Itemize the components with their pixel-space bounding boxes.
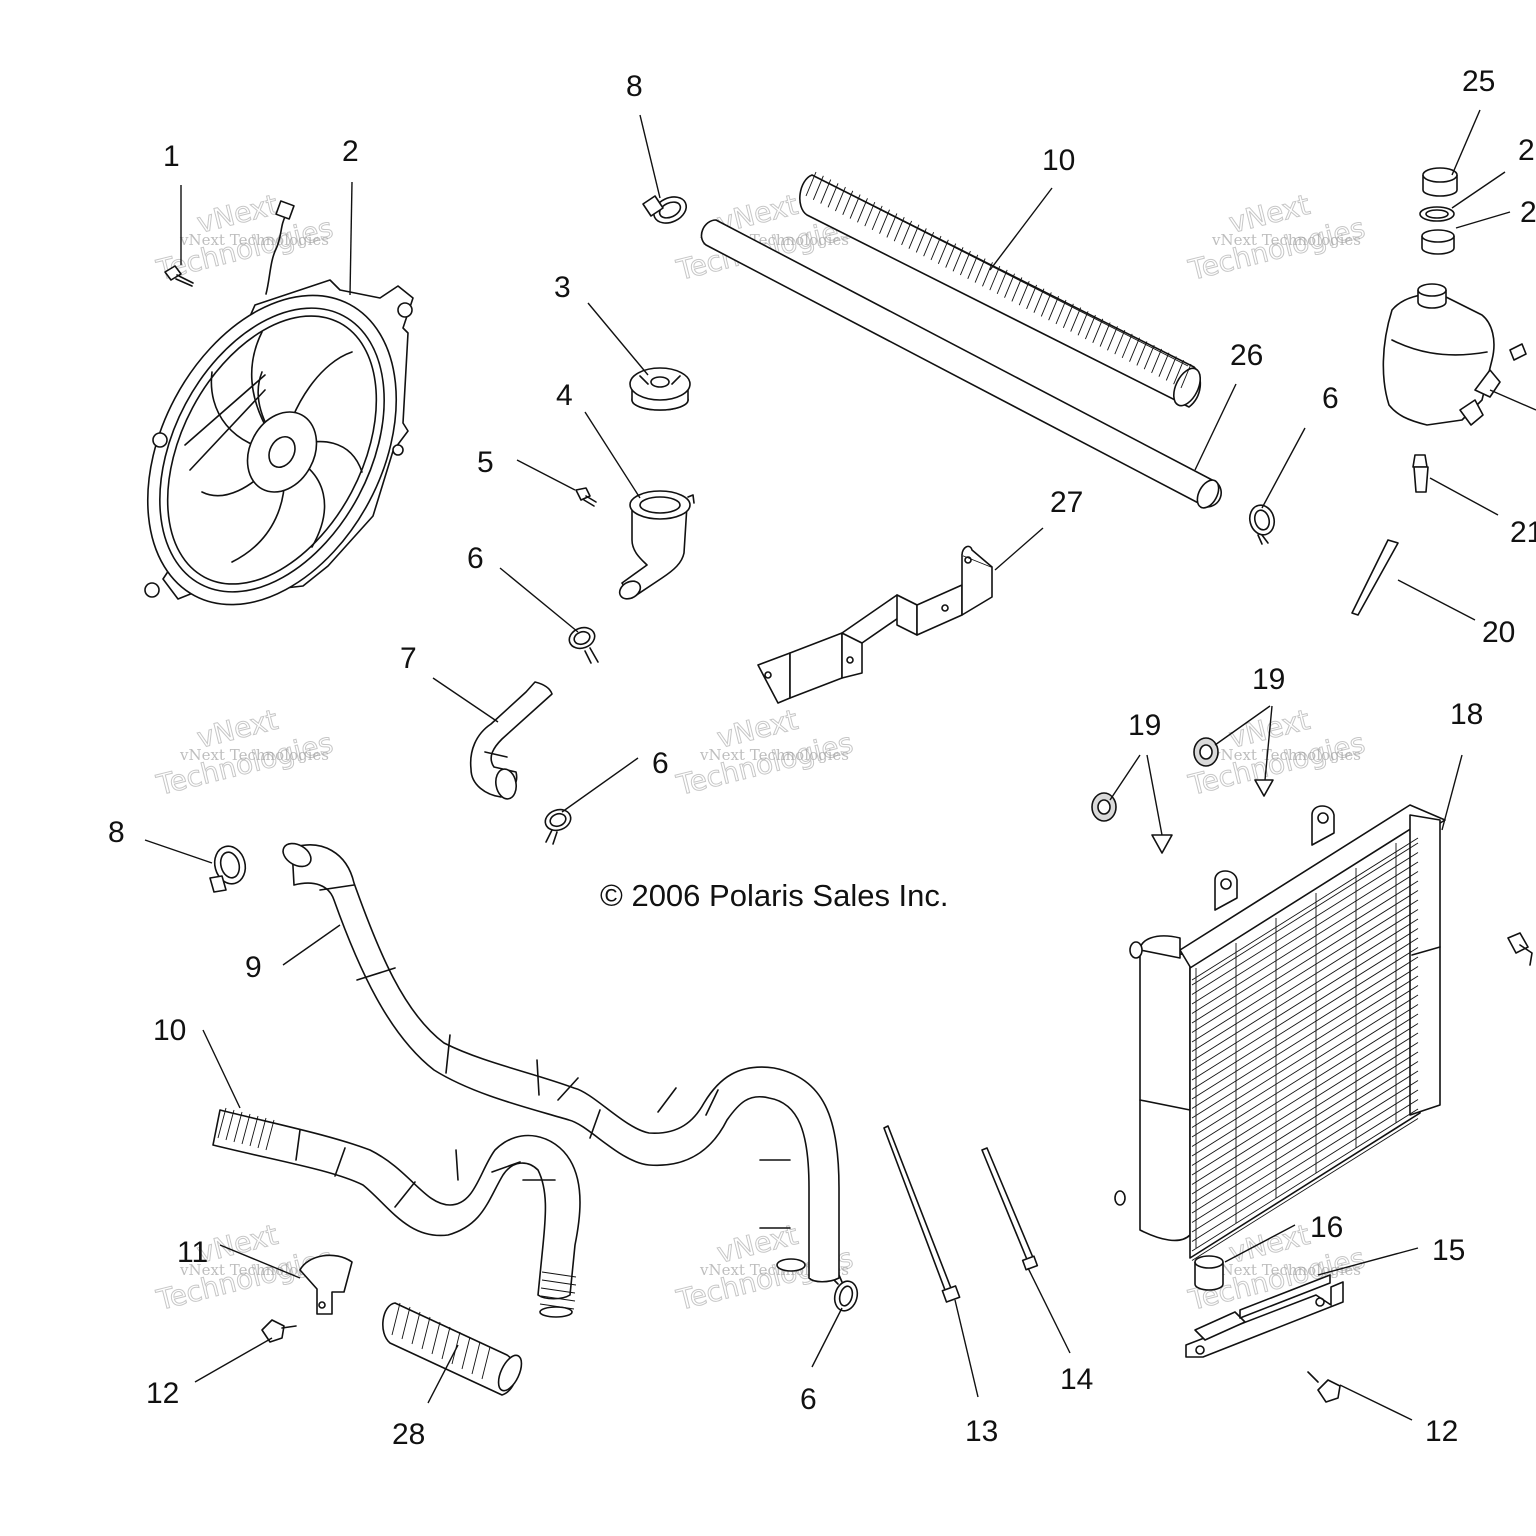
part-corrugated-hose-10a (799, 171, 1202, 408)
part-straight-tube-26 (700, 219, 1222, 509)
part-hose-clamp-6a (568, 626, 599, 664)
part-bracket-27 (757, 545, 993, 704)
part-hose-clamp-6b (544, 808, 572, 845)
callouts: 1 2 3 4 5 6 6 6 6 7 8 8 9 10 10 11 12 12… (108, 65, 1536, 1451)
part-filler-neck (618, 490, 695, 600)
part-elbow-hose-7 (469, 681, 553, 800)
callout-6-a: 6 (467, 542, 484, 575)
callout-28: 28 (392, 1418, 425, 1451)
callout-2: 2 (342, 135, 359, 168)
callout-19-b: 19 (1252, 663, 1285, 696)
callout-22: 2 (1518, 134, 1535, 167)
part-push-pin-19d (1254, 779, 1274, 797)
part-vent-tube-20 (1351, 539, 1399, 616)
part-hose-clamp-8b (209, 845, 247, 893)
part-screw-1 (164, 265, 194, 287)
callout-16: 16 (1310, 1211, 1343, 1244)
part-radiator-cap (629, 367, 691, 411)
callout-23: 2 (1520, 196, 1536, 229)
callout-8-b: 8 (108, 816, 125, 849)
part-grommet-19b (1193, 737, 1219, 767)
callout-18: 18 (1450, 698, 1483, 731)
callout-10-b: 10 (153, 1014, 186, 1047)
part-seal-sleeve-23 (1421, 229, 1455, 255)
part-cooling-fan (144, 200, 414, 606)
callout-6-d: 6 (800, 1383, 817, 1416)
part-fitting-21 (1412, 454, 1429, 493)
part-screw-12b (1307, 1371, 1341, 1403)
callout-15: 15 (1432, 1234, 1465, 1267)
callout-14: 14 (1060, 1363, 1093, 1396)
part-hose-clamp-6c (1248, 504, 1276, 545)
part-corrugated-hose-10b (212, 1107, 581, 1318)
callout-5: 5 (477, 446, 494, 479)
callout-27: 27 (1050, 486, 1083, 519)
callout-19-a: 19 (1128, 709, 1161, 742)
callout-21: 21 (1510, 516, 1536, 549)
part-lower-bracket-15 (1185, 1274, 1344, 1358)
callout-12-a: 12 (146, 1377, 179, 1410)
callout-1: 1 (163, 140, 180, 173)
part-clip-11 (299, 1254, 353, 1315)
callout-20: 20 (1482, 616, 1515, 649)
callout-12-b: 12 (1425, 1415, 1458, 1448)
callout-10-a: 10 (1042, 144, 1075, 177)
part-radiator (1114, 804, 1533, 1261)
part-cable-tie-13 (883, 1125, 961, 1303)
callout-11: 11 (177, 1236, 208, 1269)
callout-6-c: 6 (1322, 382, 1339, 415)
callout-6-b: 6 (652, 747, 669, 780)
callout-7: 7 (400, 642, 417, 675)
part-cable-tie-14 (981, 1147, 1039, 1271)
part-corrugated-hose-28 (382, 1302, 523, 1396)
part-sleeve-16 (1194, 1255, 1224, 1291)
part-long-hose-9 (282, 842, 840, 1283)
copyright-notice: © 2006 Polaris Sales Inc. (600, 878, 949, 913)
callout-25: 25 (1462, 65, 1495, 98)
callout-3: 3 (554, 271, 571, 304)
callout-26: 26 (1230, 339, 1263, 372)
part-bolt-5 (575, 487, 597, 507)
leader-lines (144, 109, 1536, 1421)
callout-9: 9 (245, 951, 262, 984)
svg-text:vNext Technologies: vNext Technologies (1211, 1261, 1361, 1279)
callout-13: 13 (965, 1415, 998, 1448)
callout-4: 4 (556, 379, 573, 412)
part-seal-ring-22 (1419, 206, 1455, 222)
svg-text:vNext Technologies: vNext Technologies (179, 231, 329, 249)
svg-text:vNext Technologies: vNext Technologies (1211, 231, 1361, 249)
svg-text:vNext Technologies: vNext Technologies (699, 746, 849, 764)
part-coolant-reservoir (1382, 283, 1527, 426)
part-hose-clamp-8a (642, 195, 688, 224)
part-reservoir-cap-25 (1422, 167, 1458, 197)
svg-text:vNext Technologies: vNext Technologies (179, 746, 329, 764)
svg-text:vNext Technologies: vNext Technologies (1211, 746, 1361, 764)
callout-8-a: 8 (626, 70, 643, 103)
